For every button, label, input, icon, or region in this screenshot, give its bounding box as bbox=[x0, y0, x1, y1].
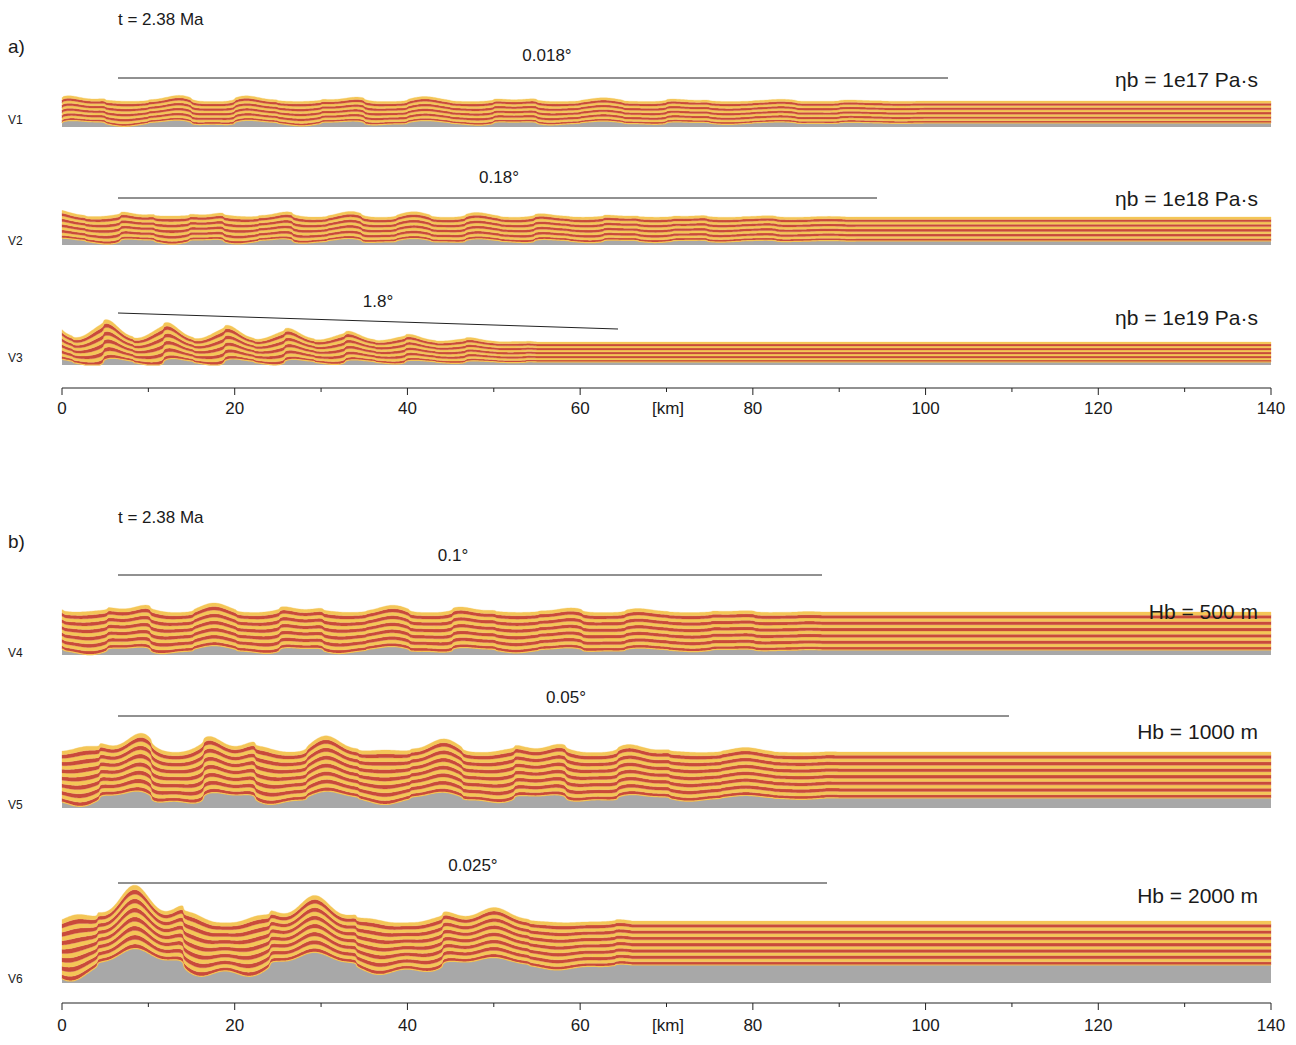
axis-tick bbox=[1271, 1003, 1272, 1010]
slope-line bbox=[118, 575, 822, 576]
tick-label: 20 bbox=[225, 1017, 244, 1036]
axis-tick bbox=[1011, 1003, 1012, 1007]
parameter-label: ηb = 1e18 Pa·s bbox=[1115, 187, 1258, 210]
sediment-layer bbox=[62, 885, 1271, 926]
model-section bbox=[62, 603, 1271, 655]
tick-label: 140 bbox=[1257, 400, 1285, 419]
model-id: V3 bbox=[8, 352, 23, 365]
parameter-label: Hb = 2000 m bbox=[1137, 884, 1258, 907]
axis-tick bbox=[321, 1003, 322, 1007]
panel-letter: a) bbox=[8, 37, 25, 58]
slope-value: 0.025° bbox=[448, 857, 497, 876]
axis-tick bbox=[148, 388, 149, 392]
slope-line bbox=[118, 883, 827, 884]
sediment-layer bbox=[62, 733, 1271, 756]
axis-tick bbox=[752, 388, 753, 395]
distance-axis bbox=[62, 1003, 1271, 1010]
axis-tick bbox=[407, 1003, 408, 1010]
time-label: t = 2.38 Ma bbox=[118, 11, 204, 30]
parameter-label: Hb = 500 m bbox=[1149, 600, 1258, 623]
axis-tick bbox=[1011, 388, 1012, 392]
axis-tick bbox=[925, 388, 926, 395]
parameter-label: Hb = 1000 m bbox=[1137, 720, 1258, 743]
axis-tick bbox=[1184, 388, 1185, 392]
sediment-layer bbox=[62, 603, 1271, 616]
basement-rim bbox=[62, 949, 1271, 981]
tick-label: 60 bbox=[571, 1017, 590, 1036]
axis-tick bbox=[580, 1003, 581, 1010]
axis-tick bbox=[666, 388, 667, 392]
axis-tick bbox=[1271, 388, 1272, 395]
model-id: V1 bbox=[8, 114, 23, 127]
tick-label: 140 bbox=[1257, 1017, 1285, 1036]
model-id: V5 bbox=[8, 799, 23, 812]
axis-tick bbox=[839, 1003, 840, 1007]
tick-label: 80 bbox=[743, 400, 762, 419]
axis-unit: [km] bbox=[652, 1017, 684, 1036]
slope-value: 0.18° bbox=[479, 169, 519, 188]
slope-line bbox=[118, 78, 948, 79]
axis-tick bbox=[1098, 1003, 1099, 1010]
tick-label: 100 bbox=[911, 1017, 939, 1036]
model-id: V6 bbox=[8, 973, 23, 986]
slope-line bbox=[118, 198, 877, 199]
tick-label: 40 bbox=[398, 400, 417, 419]
tick-label: 120 bbox=[1084, 400, 1112, 419]
basement-rim bbox=[62, 358, 1271, 365]
model-section bbox=[62, 95, 1271, 127]
axis-tick bbox=[1184, 1003, 1185, 1007]
axis-tick bbox=[407, 388, 408, 395]
tick-label: 0 bbox=[57, 400, 66, 419]
parameter-label: ηb = 1e19 Pa·s bbox=[1115, 306, 1258, 329]
tick-label: 0 bbox=[57, 1017, 66, 1036]
basement-rim bbox=[62, 238, 1271, 244]
axis-tick bbox=[839, 388, 840, 392]
model-id: V2 bbox=[8, 235, 23, 248]
axis-tick bbox=[1098, 388, 1099, 395]
sediment-layer bbox=[62, 95, 1271, 104]
axis-tick bbox=[148, 1003, 149, 1007]
axis-tick bbox=[493, 388, 494, 392]
axis-tick bbox=[321, 388, 322, 392]
model-section bbox=[62, 733, 1271, 808]
tick-label: 120 bbox=[1084, 1017, 1112, 1036]
axis-tick bbox=[62, 388, 63, 395]
axis-tick bbox=[234, 1003, 235, 1010]
model-id: V4 bbox=[8, 647, 23, 660]
tick-label: 80 bbox=[743, 1017, 762, 1036]
slope-value: 0.018° bbox=[522, 47, 571, 66]
tick-label: 100 bbox=[911, 400, 939, 419]
distance-axis bbox=[62, 388, 1271, 395]
slope-value: 1.8° bbox=[363, 293, 393, 312]
basement-rim bbox=[62, 646, 1271, 655]
basement-rim bbox=[62, 791, 1271, 806]
model-section bbox=[62, 885, 1271, 983]
axis-tick bbox=[62, 1003, 63, 1010]
slope-line bbox=[118, 313, 618, 329]
panel-letter: b) bbox=[8, 532, 25, 553]
axis-tick bbox=[493, 1003, 494, 1007]
slope-value: 0.1° bbox=[438, 547, 468, 566]
tick-label: 40 bbox=[398, 1017, 417, 1036]
axis-unit: [km] bbox=[652, 400, 684, 419]
time-label: t = 2.38 Ma bbox=[118, 509, 204, 528]
axis-tick bbox=[752, 1003, 753, 1010]
model-section bbox=[62, 320, 1271, 365]
parameter-label: ηb = 1e17 Pa·s bbox=[1115, 68, 1258, 91]
axis-tick bbox=[925, 1003, 926, 1010]
axis-tick bbox=[666, 1003, 667, 1007]
slope-value: 0.05° bbox=[546, 689, 586, 708]
model-section bbox=[62, 210, 1271, 245]
sediment-layer bbox=[62, 210, 1271, 219]
tick-label: 20 bbox=[225, 400, 244, 419]
sediment-layer bbox=[62, 320, 1271, 344]
axis-tick bbox=[234, 388, 235, 395]
basement-rim bbox=[62, 120, 1271, 126]
axis-tick bbox=[580, 388, 581, 395]
slope-line bbox=[118, 716, 1009, 717]
tick-label: 60 bbox=[571, 400, 590, 419]
